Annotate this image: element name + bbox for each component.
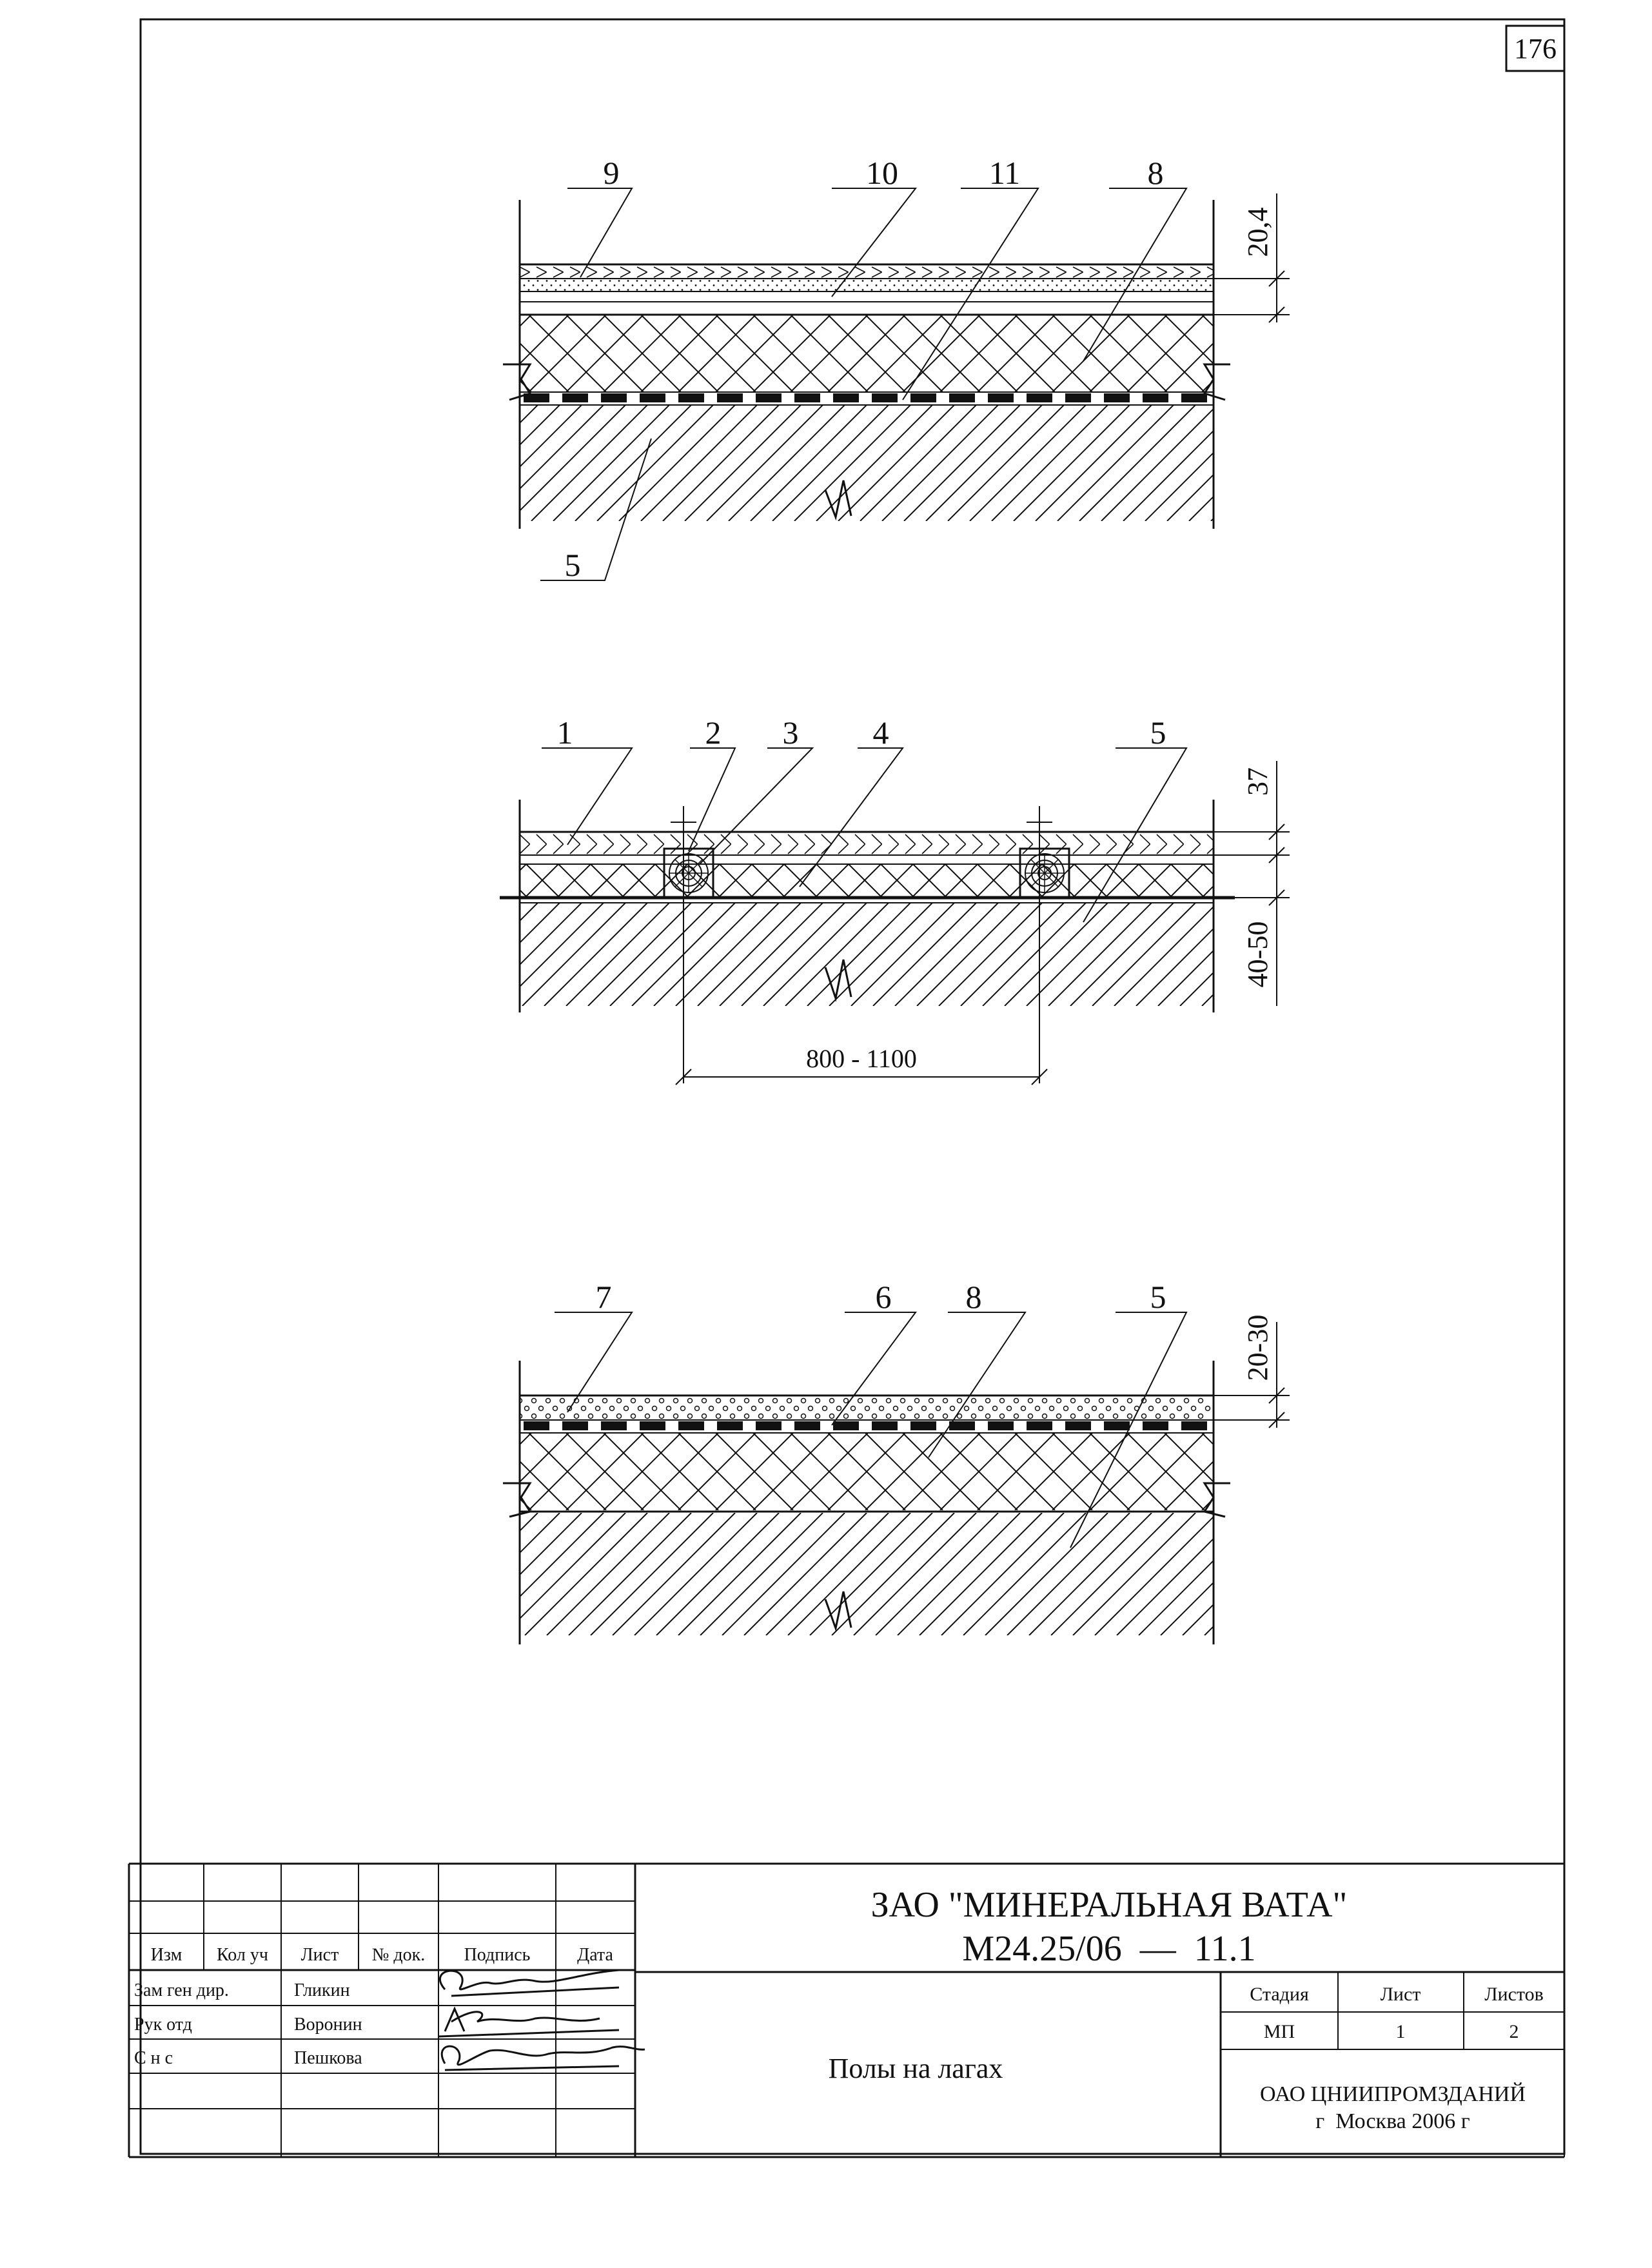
callout-7: 7 [596, 1279, 612, 1315]
callout-5: 5 [565, 547, 581, 583]
callout-5-bottom: 5 [1150, 1279, 1166, 1315]
signature-3 [440, 2045, 645, 2071]
callout-9: 9 [604, 155, 620, 191]
role-dept-head: Рук отд [134, 2015, 192, 2035]
name-peshkova: Пешкова [294, 2048, 362, 2068]
role-senior-researcher: С н с [134, 2048, 173, 2068]
callout-1: 1 [557, 715, 573, 751]
signature-1 [439, 1969, 620, 1997]
header-list: Лист [301, 1945, 339, 1965]
dimension-top: 20,4 [1242, 208, 1273, 257]
sheets-header: Листов [1484, 1984, 1544, 2005]
callout-8-bottom: 8 [966, 1279, 982, 1315]
section-top: 20,4 9 10 11 8 5 [503, 155, 1290, 583]
name-glikin: Гликин [294, 1980, 350, 2000]
callout-6: 6 [876, 1279, 892, 1315]
name-voronin: Воронин [294, 2015, 362, 2035]
callout-5-middle: 5 [1150, 715, 1166, 751]
header-signature: Подпись [464, 1945, 531, 1965]
header-kol-uch: Кол уч [217, 1945, 268, 1965]
section-middle: 800 - 1100 37 40-50 1 2 3 4 5 [500, 715, 1290, 1085]
sheet-title: Полы на лагах [829, 2053, 1003, 2084]
sheet-header: Лист [1381, 1984, 1421, 2005]
stage-value: МП [1264, 2021, 1295, 2042]
role-deputy-director: Зам ген дир. [134, 1980, 229, 2000]
company-name: ОАО ЦНИИПРОМЗДАНИЙ [1260, 2082, 1526, 2106]
stage-header: Стадия [1250, 1984, 1309, 2005]
spacing-dimension: 800 - 1100 [806, 1044, 917, 1073]
drawing-frame [139, 18, 1566, 2155]
header-doc-no: № док. [372, 1945, 426, 1965]
header-date: Дата [577, 1945, 613, 1965]
sheet-value: 1 [1396, 2021, 1406, 2042]
signature-2 [438, 2006, 620, 2038]
dimension-40-50: 40-50 [1242, 922, 1273, 988]
callout-2: 2 [705, 715, 722, 751]
callout-10: 10 [866, 155, 898, 191]
page-number: 176 [1514, 33, 1557, 64]
callout-11: 11 [989, 155, 1020, 191]
joist-right [1019, 847, 1070, 899]
city-year: г Москва 2006 г [1315, 2109, 1470, 2133]
callout-3: 3 [783, 715, 799, 751]
document-code: М24.25/06 — 11.1 [962, 1929, 1255, 1969]
dimension-37: 37 [1242, 767, 1273, 796]
joist-left [663, 847, 714, 899]
callout-4: 4 [873, 715, 889, 751]
header-izm: Изм [151, 1945, 182, 1965]
sheets-value: 2 [1509, 2021, 1519, 2042]
dimension-20-30: 20-30 [1242, 1315, 1273, 1381]
title-block: ЗАО "МИНЕРАЛЬНАЯ ВАТА" М24.25/06 — 11.1 … [128, 1862, 1565, 2158]
organization-title: ЗАО "МИНЕРАЛЬНАЯ ВАТА" [871, 1885, 1348, 1925]
callout-8: 8 [1148, 155, 1164, 191]
page-number-box [1505, 25, 1566, 72]
section-bottom: 20-30 7 6 8 5 [503, 1279, 1290, 1644]
